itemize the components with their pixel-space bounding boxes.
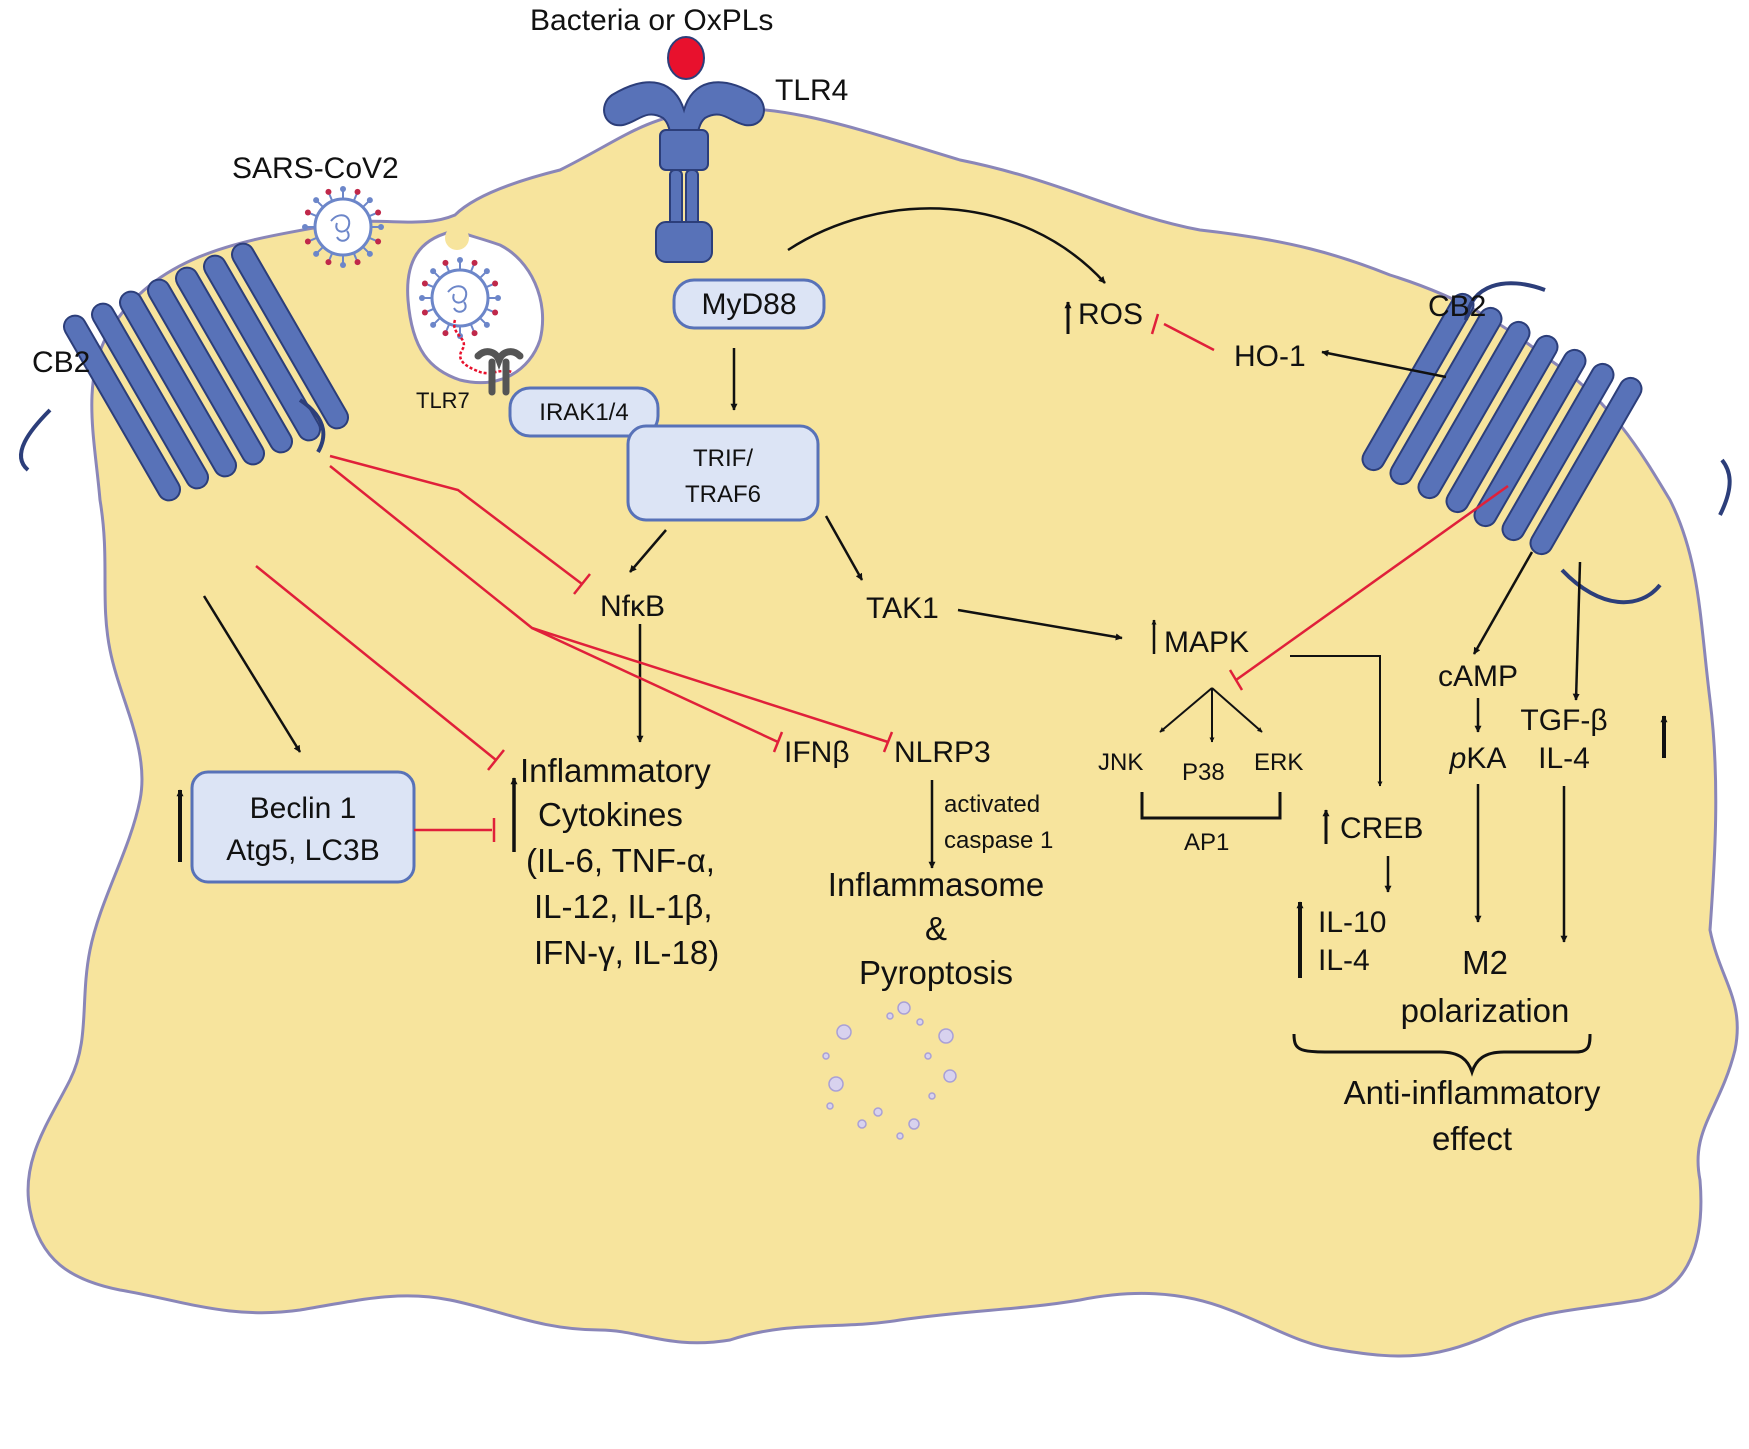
inhibit-cb2-ifnb-bar	[772, 731, 784, 753]
label-ho1: HO-1	[1234, 340, 1306, 373]
label-erk: ERK	[1254, 749, 1303, 776]
irak-node	[508, 386, 660, 438]
arrow-cb2-beclin	[202, 595, 302, 753]
label-cytokines-3: (IL-6, TNF-α,	[526, 842, 715, 879]
inhibit-ho1-ros	[1163, 322, 1215, 352]
label-anti-inflammatory: Anti-inflammatory	[1344, 1074, 1601, 1111]
label-tlr4: TLR4	[775, 74, 848, 107]
cb2-receptor-right	[1361, 281, 1732, 605]
tlr7-receptor-icon	[474, 348, 524, 396]
label-tgfb: TGF-β	[1520, 704, 1607, 737]
label-pyroptosis: Pyroptosis	[859, 954, 1013, 991]
arrow-tak1-mapk	[957, 608, 1123, 641]
inhibit-cb2-cytokines-bar	[487, 749, 505, 771]
label-nfkb: NfκB	[600, 590, 665, 623]
label-beclin: Beclin 1	[250, 792, 357, 825]
arrow-trif-tak1	[824, 515, 864, 581]
arrow-cb2-camp	[1472, 551, 1534, 655]
ligand-icon	[667, 36, 705, 80]
label-caspase-1: activated	[944, 791, 1040, 818]
label-p38: P38	[1182, 759, 1225, 786]
inhibit-cb2-nfkb	[329, 454, 583, 585]
label-polarization: polarization	[1401, 992, 1570, 1029]
label-il4-tgf: IL-4	[1538, 742, 1590, 775]
label-effect: effect	[1432, 1120, 1512, 1157]
inhibit-cb2-nlrp3	[531, 626, 889, 744]
arrow-trif-nfkb	[629, 529, 667, 573]
tlr4-receptor-icon	[603, 81, 765, 263]
label-ap1: AP1	[1184, 829, 1229, 856]
label-myd88: MyD88	[701, 288, 796, 321]
label-ampersand: &	[925, 910, 947, 947]
arrow-mapk-erk	[1211, 687, 1263, 733]
virus-icon	[302, 186, 384, 268]
label-trif: TRIF/	[693, 445, 753, 472]
label-tlr7: TLR7	[416, 388, 470, 413]
label-pka-rest: KA	[1466, 742, 1506, 775]
label-inflammasome: Inflammasome	[828, 866, 1044, 903]
label-pka: pKA	[1449, 742, 1507, 775]
inhibit-cb2-mapk-bar	[1228, 669, 1244, 691]
label-caspase-2: caspase 1	[944, 827, 1053, 854]
label-il4-creb: IL-4	[1318, 944, 1370, 977]
label-jnk: JNK	[1098, 749, 1143, 776]
arrow-myd88-ros	[787, 207, 1106, 284]
label-camp: cAMP	[1438, 660, 1518, 693]
myd88-node	[672, 278, 826, 330]
label-il10: IL-10	[1318, 906, 1386, 939]
label-sars: SARS-CoV2	[232, 152, 399, 185]
inhibit-cb2-nlrp3-bar	[882, 731, 894, 753]
anti-inflammatory-brace	[1292, 1033, 1592, 1077]
label-cytokines-1: Inflammatory	[520, 752, 711, 789]
label-tak1: TAK1	[866, 592, 939, 625]
viral-rna-icon	[452, 319, 513, 375]
ap1-bracket	[1140, 792, 1282, 820]
label-bacteria: Bacteria or OxPLs	[530, 4, 773, 37]
label-atg5: Atg5, LC3B	[226, 834, 379, 867]
inhibit-cb2-cytokines	[255, 565, 497, 761]
label-ros: ROS	[1078, 298, 1143, 331]
arrow-mapk-jnk	[1159, 687, 1213, 733]
inhibit-cb2-mapk	[1235, 484, 1509, 682]
label-ifnb: IFNβ	[784, 736, 850, 769]
endosome-virus-icon	[419, 257, 501, 339]
label-creb: CREB	[1340, 812, 1423, 845]
label-cb2-right: CB2	[1428, 290, 1486, 323]
cb2-receptor-left	[19, 242, 349, 502]
label-irak: IRAK1/4	[539, 399, 628, 426]
inhibit-ho1-ros-bar	[1150, 313, 1160, 335]
arrow-cb2-tgfb	[1572, 561, 1582, 701]
label-m2: M2	[1462, 944, 1508, 981]
label-nlrp3: NLRP3	[894, 736, 991, 769]
inhibit-cb2-nfkb-bar	[573, 573, 591, 595]
label-cytokines-2: Cytokines	[538, 796, 683, 833]
cell-membrane	[26, 106, 1739, 1358]
label-cytokines-5: IFN-γ, IL-18)	[534, 934, 719, 971]
trif-traf6-node	[626, 424, 820, 522]
pyroptosis-debris-icon	[822, 1001, 957, 1140]
label-pka-prefix: p	[1449, 742, 1467, 775]
arrow-mapk-creb	[1290, 655, 1383, 787]
label-mapk: MAPK	[1164, 626, 1249, 659]
label-cb2-left: CB2	[32, 346, 90, 379]
label-traf6: TRAF6	[685, 481, 761, 508]
beclin-node	[190, 770, 416, 884]
label-cytokines-4: IL-12, IL-1β,	[534, 888, 713, 925]
arrow-cb2-ho1	[1321, 349, 1447, 379]
